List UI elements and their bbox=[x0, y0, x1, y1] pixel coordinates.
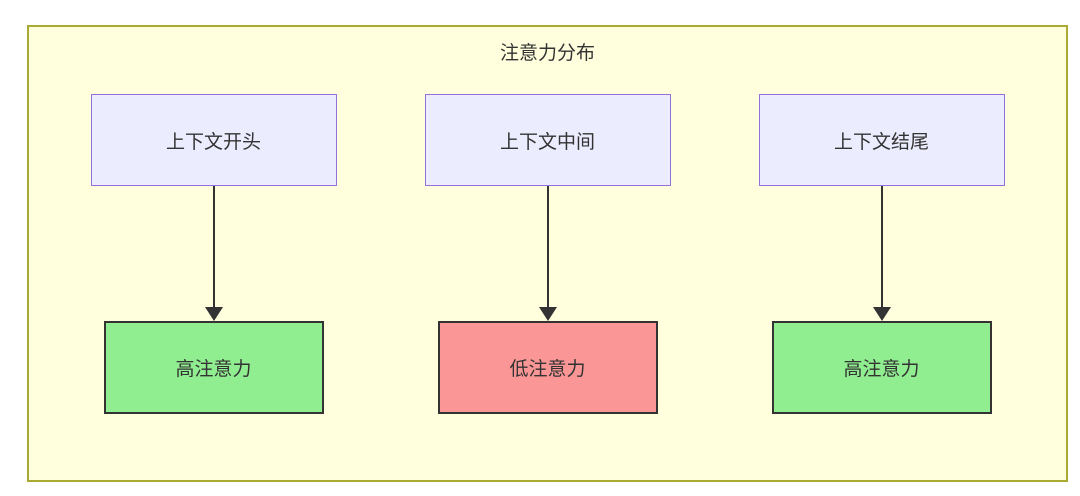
node-low-attention-label: 低注意力 bbox=[509, 359, 586, 380]
attention-distribution-frame: 注意力分布 上下文开头 高注意力 上下文中间 bbox=[27, 25, 1068, 482]
node-high-attention-left-label: 高注意力 bbox=[175, 359, 252, 380]
down-arrow-icon bbox=[872, 186, 891, 321]
node-high-attention-right: 高注意力 bbox=[771, 321, 992, 414]
node-context-end-label: 上下文结尾 bbox=[833, 131, 929, 153]
node-high-attention-left: 高注意力 bbox=[103, 321, 324, 414]
down-arrow-icon bbox=[204, 186, 223, 321]
flow-column-start: 上下文开头 高注意力 bbox=[90, 94, 337, 414]
down-arrow-icon bbox=[538, 186, 557, 321]
node-context-middle: 上下文中间 bbox=[424, 94, 671, 186]
node-context-middle-label: 上下文中间 bbox=[499, 131, 595, 153]
flow-column-end: 上下文结尾 高注意力 bbox=[758, 94, 1005, 414]
node-context-end: 上下文结尾 bbox=[758, 94, 1005, 186]
flow-column-middle: 上下文中间 低注意力 bbox=[424, 94, 671, 414]
flow-columns: 上下文开头 高注意力 上下文中间 bbox=[29, 94, 1066, 414]
diagram-title: 注意力分布 bbox=[499, 43, 595, 64]
node-context-start-label: 上下文开头 bbox=[165, 131, 261, 153]
node-high-attention-right-label: 高注意力 bbox=[843, 359, 920, 380]
node-context-start: 上下文开头 bbox=[90, 94, 337, 186]
node-low-attention: 低注意力 bbox=[437, 321, 658, 414]
